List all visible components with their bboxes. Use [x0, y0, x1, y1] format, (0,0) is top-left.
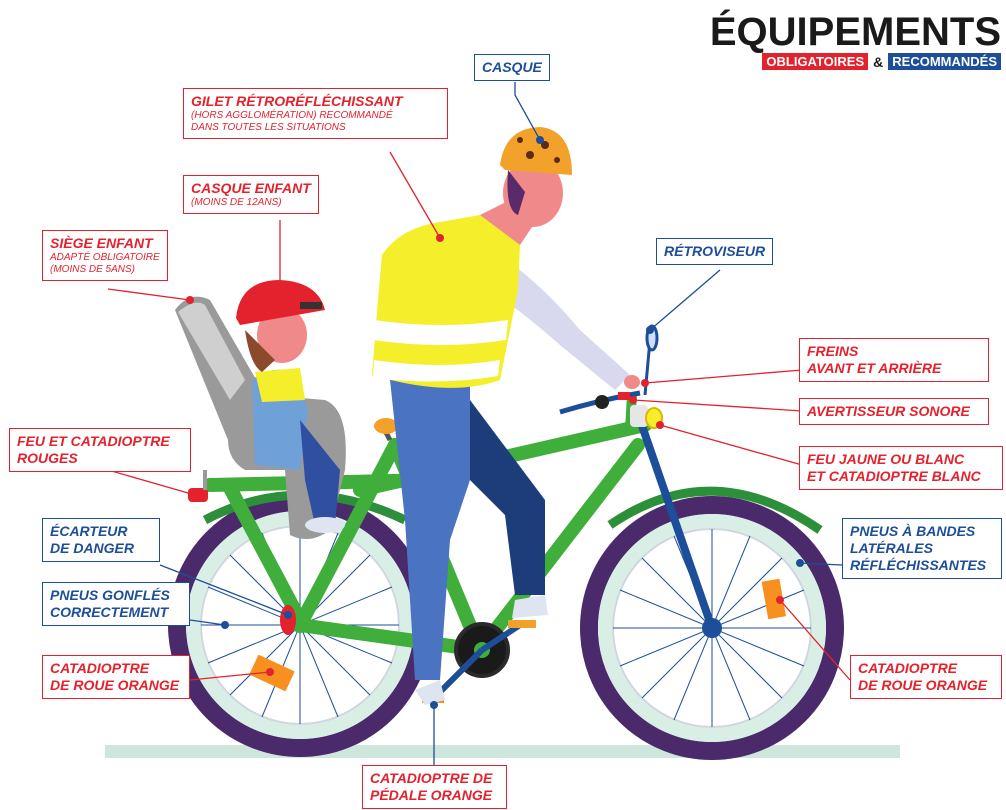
adult-rider [372, 127, 640, 705]
label-title: CASQUE ENFANT [191, 180, 311, 196]
label-line: PNEUS À BANDES [850, 523, 976, 539]
label-casque: CASQUE [474, 54, 550, 81]
label-line: PÉDALE ORANGE [370, 787, 493, 803]
label-line: PNEUS GONFLÉS [50, 587, 170, 603]
label-avertisseur: AVERTISSEUR SONORE [799, 398, 989, 425]
label-line: RÉFLÉCHISSANTES [850, 557, 987, 573]
label-line: LATÉRALES [850, 540, 933, 556]
label-sub: (MOINS DE 5ANS) [50, 264, 136, 275]
logo-ampersand: & [873, 53, 884, 70]
label-feu-jaune: FEU JAUNE OU BLANC ET CATADIOPTRE BLANC [799, 446, 1003, 490]
label-line: AVANT ET ARRIÈRE [807, 360, 942, 376]
front-wheel-reflector [761, 578, 786, 620]
label-sub: (MOINS DE 12ANS) [191, 197, 282, 208]
label-catadioptre-roue-droite: CATADIOPTRE DE ROUE ORANGE [850, 655, 1002, 699]
label-pneus-gonfles: PNEUS GONFLÉS CORRECTEMENT [42, 582, 190, 626]
label-line: DE DANGER [50, 540, 135, 556]
label-ecarteur: ÉCARTEUR DE DANGER [42, 518, 160, 562]
label-title: RÉTROVISEUR [664, 243, 766, 259]
label-line: DE ROUE ORANGE [858, 677, 988, 693]
label-sub: ADAPTÉ OBLIGATOIRE [50, 252, 160, 263]
label-line: CATADIOPTRE DE [370, 770, 493, 786]
label-line: DE ROUE ORANGE [50, 677, 180, 693]
label-line: CORRECTEMENT [50, 604, 169, 620]
logo-tag-mandatory: OBLIGATOIRES [762, 53, 869, 70]
label-line: ÉCARTEUR [50, 523, 128, 539]
label-line: FREINS [807, 343, 859, 359]
label-pneus-bandes: PNEUS À BANDES LATÉRALES RÉFLÉCHISSANTES [842, 518, 1002, 579]
label-line: ET CATADIOPTRE BLANC [807, 468, 981, 484]
label-catadioptre-roue-gauche: CATADIOPTRE DE ROUE ORANGE [42, 655, 190, 699]
danger-spacer-reflector [280, 605, 296, 635]
adult-helmet [500, 127, 572, 175]
logo-tags: OBLIGATOIRES & RECOMMANDÉS [681, 53, 1001, 70]
label-retroviseur: RÉTROVISEUR [656, 238, 774, 265]
bell [618, 392, 630, 400]
logo-title: ÉQUIPEMENTS [709, 10, 1001, 54]
label-line: CATADIOPTRE [858, 660, 958, 676]
leader-dots [186, 136, 804, 709]
saddle [374, 418, 398, 434]
label-sub: (HORS AGGLOMÉRATION) RECOMMANDÉ [191, 110, 393, 121]
label-title: GILET RÉTRORÉFLÉCHISSANT [191, 93, 403, 109]
label-title: SIÈGE ENFANT [50, 235, 153, 251]
label-sub: DANS TOUTES LES SITUATIONS [191, 122, 346, 133]
header-logo: ÉQUIPEMENTS OBLIGATOIRES & RECOMMANDÉS [681, 12, 1001, 70]
label-feu-rouge: FEU ET CATADIOPTRE ROUGES [9, 428, 191, 472]
label-line: FEU ET CATADIOPTRE [17, 433, 170, 449]
front-mudguard [607, 486, 823, 534]
adult-vest [372, 215, 520, 388]
label-gilet: GILET RÉTRORÉFLÉCHISSANT (HORS AGGLOMÉRA… [183, 88, 448, 139]
front-fork [636, 416, 716, 632]
front-lamp-body [630, 405, 648, 427]
child-helmet [236, 280, 325, 325]
child [236, 280, 345, 533]
label-siege-enfant: SIÈGE ENFANT ADAPTÉ OBLIGATOIRE (MOINS D… [42, 230, 168, 281]
logo-tag-recommended: RECOMMANDÉS [888, 53, 1001, 70]
label-line: ROUGES [17, 450, 78, 466]
label-line: FEU JAUNE OU BLANC [807, 451, 965, 467]
label-freins: FREINS AVANT ET ARRIÈRE [799, 338, 989, 382]
label-line: CATADIOPTRE [50, 660, 150, 676]
label-casque-enfant: CASQUE ENFANT (MOINS DE 12ANS) [183, 175, 319, 214]
leader-lines [107, 82, 851, 765]
label-title: CASQUE [482, 59, 542, 75]
label-title: AVERTISSEUR SONORE [807, 403, 970, 419]
ground-strip [105, 745, 900, 758]
label-catadioptre-pedale: CATADIOPTRE DE PÉDALE ORANGE [362, 765, 507, 809]
